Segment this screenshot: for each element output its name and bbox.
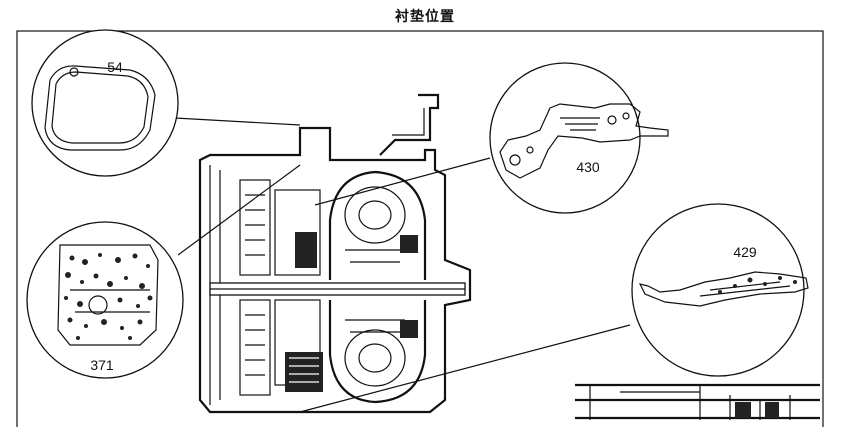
callout-371: 371	[26, 221, 184, 379]
callout-label-430: 430	[576, 159, 600, 175]
leader-line-430	[314, 157, 491, 206]
callout-429: 429	[631, 203, 809, 377]
callout-54: 54	[31, 29, 179, 177]
callout-label-54: 54	[107, 59, 123, 75]
callout-label-429: 429	[733, 244, 757, 260]
transmission-cutaway	[198, 93, 820, 420]
leader-line-429	[299, 324, 631, 413]
leader-line-54	[174, 117, 301, 126]
callout-label-371: 371	[90, 357, 114, 373]
callout-430: 430	[489, 62, 669, 214]
diagram-frame	[16, 30, 824, 427]
leader-line-371	[177, 164, 301, 256]
diagram-title: 衬垫位置	[395, 9, 455, 25]
